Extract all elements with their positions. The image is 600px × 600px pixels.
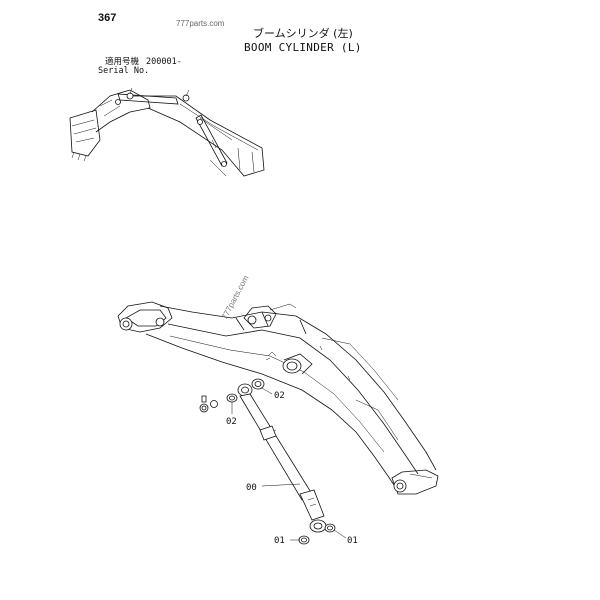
boom-main [117, 301, 439, 495]
applicable-label-japanese: 適用号機 [105, 57, 140, 67]
callout-01-right: 01 [347, 536, 358, 546]
parts-pins-bushings [199, 378, 336, 545]
title-english: BOOM CYLINDER (L) [244, 41, 362, 54]
serial-label: Serial No. [98, 66, 150, 76]
serial-range: 200001- [146, 57, 182, 67]
leader-lines [231, 387, 347, 541]
callout-02-right: 02 [274, 391, 285, 401]
callout-02-left: 02 [226, 417, 237, 427]
watermark-mid: 777parts.com [220, 274, 251, 321]
callout-00: 00 [246, 483, 257, 493]
callout-01-left: 01 [274, 536, 285, 546]
page-number: 367 [98, 12, 117, 24]
overview-thumbnail [69, 87, 265, 177]
watermark-top: 777parts.com [176, 19, 225, 28]
title-japanese: ブームシリンダ (左) [253, 27, 353, 40]
boom-cylinder [237, 383, 327, 533]
